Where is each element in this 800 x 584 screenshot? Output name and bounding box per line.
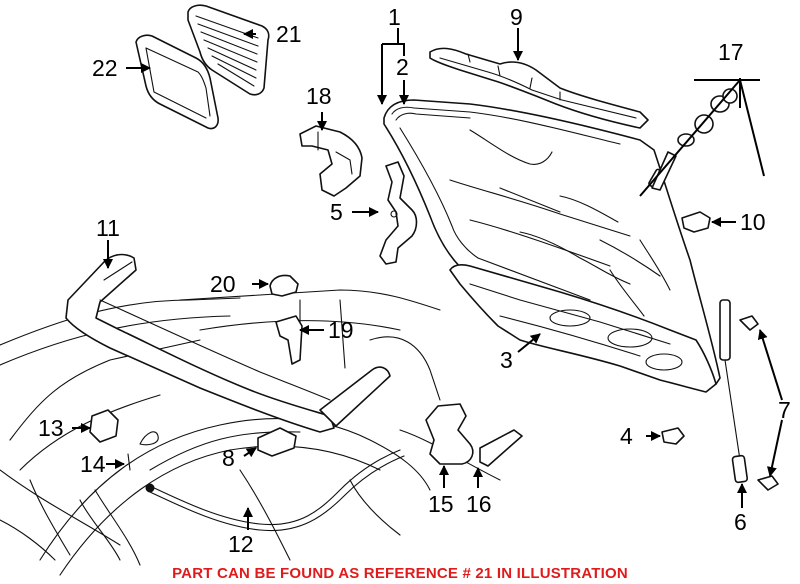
callout-17: 17 [718,39,744,65]
part-12-release-cable[interactable] [145,449,405,532]
part-5-hood-hinge[interactable] [379,161,418,265]
callout-4: 4 [620,423,633,449]
part-18-latch-bracket[interactable] [299,125,363,197]
part-14-retaining-spring[interactable] [127,431,159,471]
callout-8: 8 [222,445,235,471]
part-19-latch-striker[interactable] [275,315,303,365]
part-10-clip[interactable] [681,211,711,233]
part-21-hood-vent-grille[interactable] [187,4,270,96]
part-17-hood-bumper-kit[interactable] [648,88,738,191]
part-7-ball-stud-lower[interactable] [757,475,779,491]
callout-10: 10 [740,209,766,235]
callout-14: 14 [80,451,106,477]
callout-9: 9 [510,4,523,30]
part-8-cable-guide[interactable] [257,427,297,457]
part-15-hood-lock[interactable] [425,403,474,465]
callout-6: 6 [734,509,747,535]
callout-19: 19 [328,317,354,343]
callout-1: 1 [388,4,401,30]
callout-13: 13 [38,415,64,441]
part-1-hood-panel[interactable] [383,99,721,385]
part-11-upper-tie-bar[interactable] [65,253,391,433]
part-9-hood-reinforcement[interactable] [429,47,649,129]
callout-15: 15 [428,491,454,517]
callout-16: 16 [466,491,492,517]
part-7-ball-stud-upper[interactable] [739,315,759,331]
callout-20: 20 [210,271,236,297]
callout-5: 5 [330,199,343,225]
callout-11: 11 [96,215,120,241]
callout-18: 18 [306,83,332,109]
callout-21: 21 [276,21,302,47]
callout-3: 3 [500,347,513,373]
part-6-hood-gas-strut[interactable] [719,299,749,484]
leader-lines [72,28,783,530]
part-16-cable-bracket[interactable] [479,429,523,467]
callout-22: 22 [92,55,118,81]
callout-7: 7 [778,397,791,423]
part-22-vent-seal-frame[interactable] [135,34,219,130]
part-20-cap[interactable] [269,274,299,297]
callout-12: 12 [228,531,254,557]
part-3-hood-insulator[interactable] [449,264,717,393]
reference-note: PART CAN BE FOUND AS REFERENCE # 21 IN I… [172,565,628,582]
part-13-release-handle[interactable] [89,409,119,443]
callout-labels: 1 2 3 4 5 6 7 8 9 10 11 12 13 14 15 16 1… [38,4,791,557]
callout-2: 2 [396,54,409,80]
part-4-bolt[interactable] [661,427,685,445]
part-2-hood-seal[interactable] [391,106,621,165]
